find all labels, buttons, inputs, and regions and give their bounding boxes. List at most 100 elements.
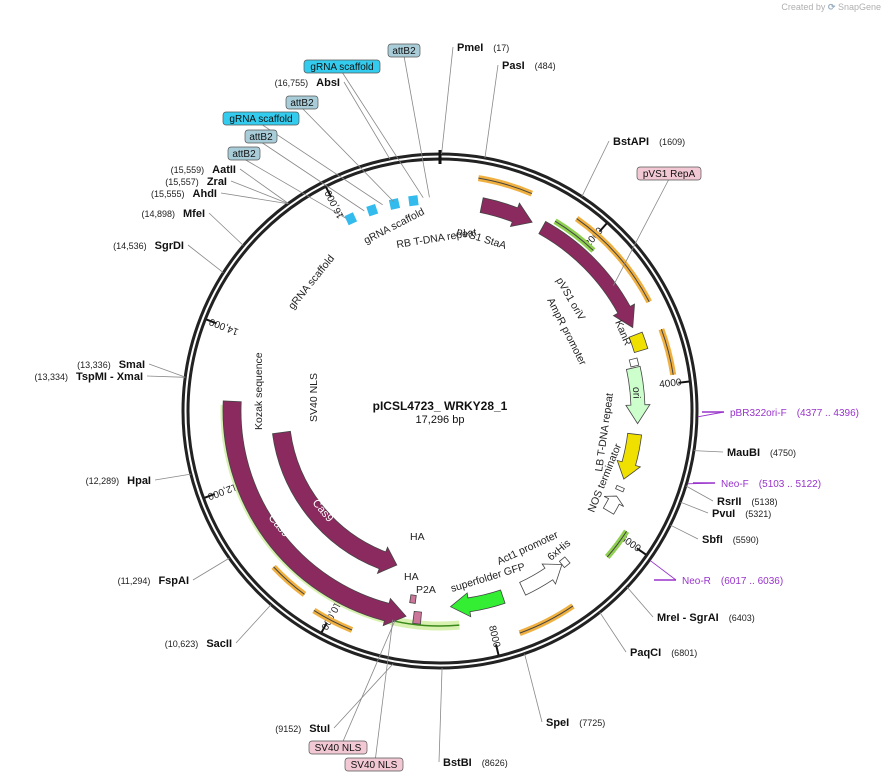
feature-box-grna-a[interactable]: gRNA scaffold [303,59,381,74]
box-leader-line [613,178,670,286]
tick-mark [320,622,328,633]
enzyme-bstbi[interactable]: BstBI(8626) [443,757,508,769]
enzyme-name: TspMI - XmaI [76,371,143,383]
enzyme-position: (14,536) [113,241,147,251]
enzyme-sacii[interactable]: SacII(10,623) [165,638,232,650]
feature-box-attb2-d[interactable]: attB2 [227,146,261,161]
enzyme-stui[interactable]: StuI (9152) [275,723,330,735]
enzyme-name: SgrDI [155,240,184,252]
feature-box-attb2-b[interactable]: attB2 [285,95,319,110]
enzyme-sgrdi[interactable]: SgrDI (14,536) [113,240,184,252]
primer-leader-line [697,411,725,418]
enzyme-leader-line [693,450,724,453]
snapgene-logo-icon: ⟳ [827,2,836,12]
label-superfolder-gfp: superfolder GFP [449,561,526,595]
enzyme-aatii[interactable]: AatII(15,559) [171,164,236,176]
enzyme-hpai[interactable]: HpaI (12,289) [86,475,151,487]
primer-pbr322ori[interactable]: pBR322ori-F(4377 .. 4396) [730,408,859,419]
enzyme-name: SbfI [702,534,723,546]
enzyme-leader-line [208,212,244,246]
feature-box-label: attB2 [232,149,256,160]
enzyme-ahdi[interactable]: AhdI(15,555) [151,188,217,200]
label-ha-2: HA [410,531,425,543]
enzyme-spei[interactable]: SpeI (7725) [546,717,605,729]
feature-arrows [220,197,651,631]
enzyme-name: HpaI [127,475,151,487]
enzyme-name: MauBI [727,447,760,459]
marker-band [477,175,533,197]
enzyme-rsrii[interactable]: RsrII(5138) [717,496,777,508]
brand-prefix: Created by [781,2,826,12]
feature-box-attb2-c[interactable]: attB2 [244,129,278,144]
feature-box-sv40-a[interactable]: SV40 NLS [308,740,368,755]
primer-neof[interactable]: Neo-F(5103 .. 5122) [721,479,821,490]
enzyme-position: (10,623) [165,639,199,649]
enzyme-leader-line [581,140,610,197]
primer-position: (5103 .. 5122) [759,479,821,490]
marker-line [606,530,628,558]
feature-box-pvs1repa[interactable]: pVS1 RepA [636,166,702,181]
enzyme-maubi[interactable]: MauBI (4750) [727,447,796,459]
tick-mark [598,222,608,233]
primer-neor[interactable]: Neo-R(6017 .. 6036) [682,576,783,587]
enzyme-mfei[interactable]: MfeI(14,898) [141,208,205,220]
marker-line [519,605,574,634]
label-rb-tdna: RB T-DNA repeat [396,226,478,251]
tick-mark [495,644,500,656]
enzyme-position: (9152) [275,724,301,734]
enzyme-pvui[interactable]: PvuI(5321) [712,508,771,520]
enzyme-leader-line [626,586,654,618]
enzyme-leader-line [154,473,191,481]
enzyme-leader-line [230,180,289,204]
enzyme-sbfi[interactable]: SbfI(5590) [702,534,759,546]
enzyme-fspai[interactable]: FspAI(11,294) [118,575,189,587]
enzyme-position: (5321) [745,509,771,519]
feature-p2a [412,610,422,625]
brand-name: SnapGene [837,2,881,12]
enzyme-name: SpeI [546,717,569,729]
enzyme-name: BstBI [443,757,472,769]
enzyme-paqci[interactable]: PaqCI(6801) [630,647,697,659]
enzyme-position: (12,289) [86,476,120,486]
feature-box-sv40-b[interactable]: SV40 NLS [344,757,404,772]
feature-box-grna-b[interactable]: gRNA scaffold [222,111,300,126]
enzyme-name: PmeI [457,42,483,54]
enzyme-tspmi[interactable]: TspMI - XmaI (13,334) [34,371,143,383]
feature-6xhis [558,556,571,569]
primer-position: (4377 .. 4396) [797,408,859,419]
box-leader-line [243,158,347,219]
feature-box-bg [308,740,368,755]
enzyme-position: (13,336) [77,360,111,370]
feature-box-bg [636,166,702,181]
enzyme-position: (13,334) [34,372,68,382]
enzyme-mei[interactable]: MreI - SgrAI(6403) [657,612,755,624]
enzyme-pmei[interactable]: PmeI(17) [457,42,509,54]
feature-ori [616,432,643,480]
label-p2a: P2A [416,584,436,596]
enzyme-name: PaqCI [630,647,661,659]
enzyme-name: StuI [309,723,330,735]
feature-sfgfp [449,589,506,618]
leader-lines [146,46,724,771]
enzyme-leader-line [599,612,627,653]
enzyme-bstapi[interactable]: BstAPI(1609) [613,136,685,148]
enzyme-position: (7725) [579,718,605,728]
grna-scaffold-marker [366,203,379,217]
enzyme-position: (4750) [770,448,796,458]
enzyme-leader-line [484,64,499,159]
enzyme-zrai[interactable]: ZraI(15,557) [165,176,227,188]
feature-pvs1-repa-f [538,220,635,329]
label-kozak: Kozak sequence [253,352,265,430]
enzyme-absi[interactable]: AbsI(16,755) [275,77,340,89]
enzyme-name: AhdI [193,188,217,200]
box-leader-line [403,55,430,198]
feature-box-bg [244,129,278,144]
feature-box-attb2-a[interactable]: attB2 [387,43,421,58]
box-leader-line [373,619,394,771]
enzyme-pasi[interactable]: PasI(484) [502,60,556,72]
enzyme-labels: PmeI(17) PasI(484) BstAPI(1609) MauBI (4750)… [34,42,796,769]
enzyme-leader-line [220,192,289,205]
label-grna-2: gRNA scaffold [286,253,337,312]
enzyme-smai[interactable]: SmaI(13,336) [77,359,145,371]
